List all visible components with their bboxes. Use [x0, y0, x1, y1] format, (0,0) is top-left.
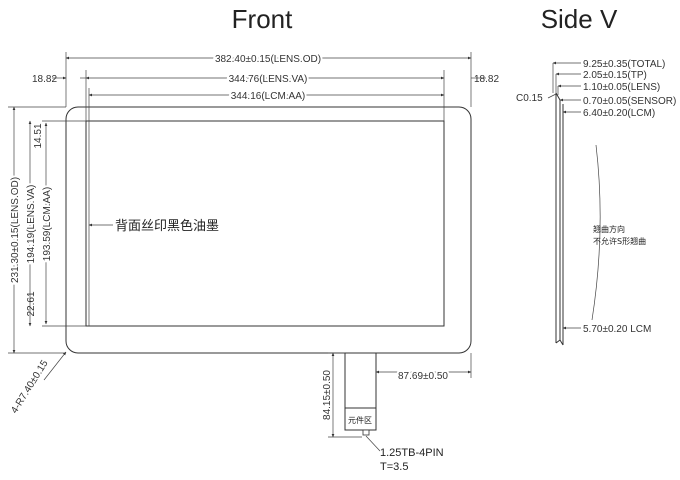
- bend-note-line2: 不允许S形翘曲: [593, 236, 646, 246]
- lens-va-width-label: 344.76(LENS.VA): [229, 74, 308, 85]
- lens-od-width-label: 382.40±0.15(LENS.OD): [215, 54, 321, 65]
- lcm-aa-height-label: 193.59(LCM.AA): [42, 187, 53, 261]
- side-view: 9.25±0.35(TOTAL) 2.05±0.15(TP) 1.10±0.05…: [516, 59, 676, 346]
- component-zone-label: 元件区: [348, 415, 372, 425]
- connector-thickness-label: T=3.5: [380, 461, 408, 473]
- side-callout-lcm: 6.40±0.20(LCM): [583, 108, 655, 119]
- corner-radius-leader: [43, 351, 67, 381]
- left-margin-label: 18.82: [32, 74, 57, 85]
- ink-note-label: 背面丝印黑色油墨: [115, 218, 219, 234]
- view-area-outline: [85, 120, 445, 327]
- side-callout-tp: 2.05±0.15(TP): [583, 70, 647, 81]
- fpc-tail: 元件区: [344, 353, 377, 436]
- fpc-offset-label: 87.69±0.50: [398, 371, 448, 382]
- corner-radius-label: 4-R7.40±0.15: [9, 358, 51, 416]
- fpc-length-label: 84.15±0.50: [322, 370, 333, 420]
- bend-direction-arc: [591, 144, 601, 321]
- connector-label: 1.25TB-4PIN: [380, 447, 444, 459]
- bottom-margin-label: 22.61: [26, 291, 37, 316]
- top-margin-label: 14.51: [33, 123, 44, 148]
- right-margin-label: 18.82: [474, 74, 499, 85]
- connector-leader: [365, 435, 381, 452]
- connector-icon: [362, 429, 370, 436]
- lcm-aa-width-label: 344.16(LCM.AA): [231, 91, 305, 102]
- chamfer-label: C0.15: [516, 93, 543, 104]
- side-callout-sensor: 0.70±0.05(SENSOR): [583, 96, 676, 107]
- side-callout-total: 9.25±0.35(TOTAL): [583, 59, 665, 70]
- side-view-title: Side V: [541, 4, 618, 34]
- lens-od-height-label: 231.30±0.15(LENS.OD): [10, 177, 21, 283]
- lens-va-height-label: 194.19(LENS.VA): [26, 185, 37, 264]
- front-view: 382.40±0.15(LENS.OD) 344.76(LENS.VA) 344…: [8, 52, 499, 473]
- bend-note-line1: 翘曲方向: [593, 224, 625, 234]
- lens-outline: [65, 106, 472, 354]
- front-view-title: Front: [232, 4, 293, 34]
- side-lcm-bottom-label: 5.70±0.20 LCM: [583, 324, 651, 335]
- side-callout-lens: 1.10±0.05(LENS): [583, 82, 660, 93]
- component-zone-box: [344, 407, 377, 431]
